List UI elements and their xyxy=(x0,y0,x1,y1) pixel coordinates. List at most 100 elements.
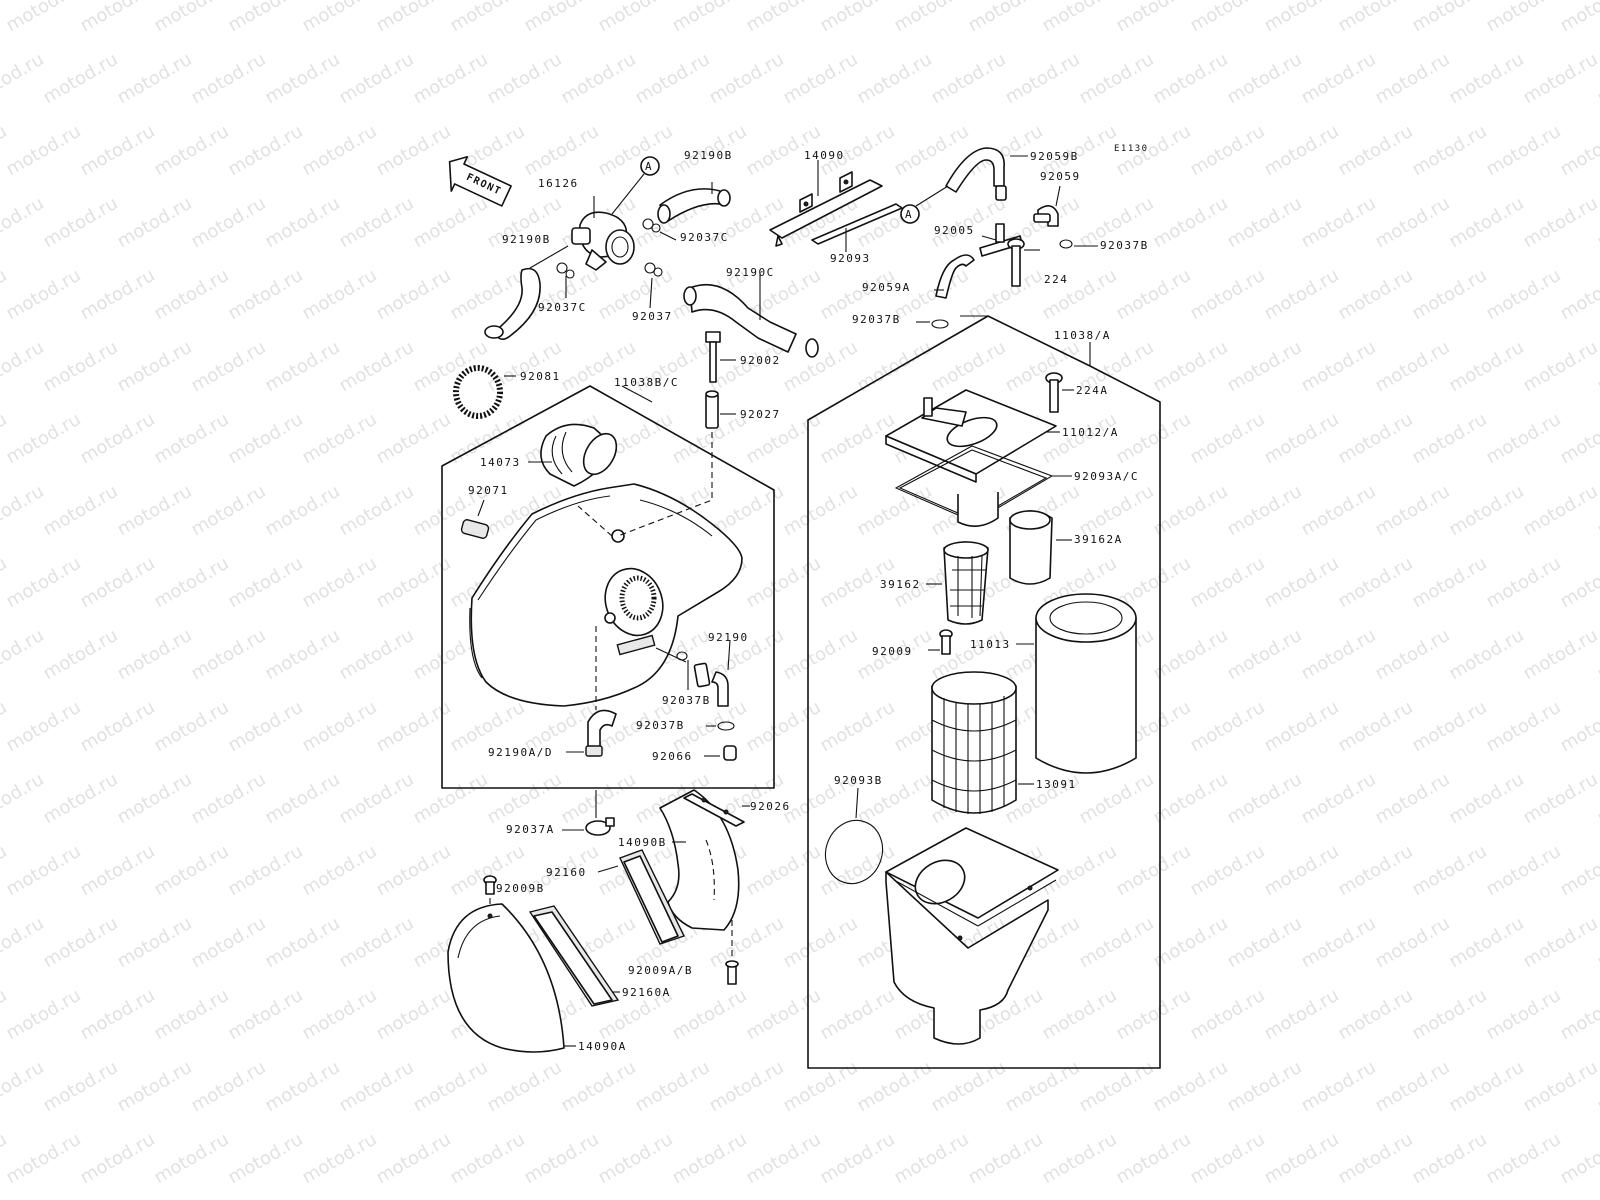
watermark-text: motod.ru xyxy=(1334,841,1416,900)
part-label-39162: 39162 xyxy=(880,578,921,591)
part-label-92190ad: 92190A/D xyxy=(488,746,553,759)
watermark-text: motod.ru xyxy=(39,193,121,252)
watermark-text: motod.ru xyxy=(76,985,158,1044)
watermark-text: motod.ru xyxy=(39,481,121,540)
watermark-text: motod.ru xyxy=(1445,1057,1527,1116)
part-label-92037b-b: 92037B xyxy=(852,313,901,326)
watermark-text: motod.ru xyxy=(335,769,417,828)
watermark-text: motod.ru xyxy=(1297,913,1379,972)
watermark-text: motod.ru xyxy=(150,553,232,612)
part-label-14090: 14090 xyxy=(804,149,845,162)
watermark-text: motod.ru xyxy=(39,625,121,684)
part-label-92071: 92071 xyxy=(468,484,509,497)
watermark-text: motod.ru xyxy=(0,769,47,828)
part-label-92037b-a: 92037B xyxy=(1100,239,1149,252)
watermark-text: motod.ru xyxy=(409,769,491,828)
hose-92190b-left xyxy=(484,245,569,340)
watermark-text: motod.ru xyxy=(150,121,232,180)
watermark-text: motod.ru xyxy=(1371,193,1453,252)
watermark-text: motod.ru xyxy=(150,697,232,756)
part-label-92190: 92190 xyxy=(708,631,749,644)
airbox-housing xyxy=(885,827,1059,1045)
watermark-text: motod.ru xyxy=(1519,625,1600,684)
watermark-text: motod.ru xyxy=(1260,985,1342,1044)
watermark-text: motod.ru xyxy=(1297,625,1379,684)
watermark-text: motod.ru xyxy=(520,1129,602,1188)
watermark-text: motod.ru xyxy=(1408,841,1490,900)
bracket-14090b xyxy=(659,789,750,931)
part-label-92093b: 92093B xyxy=(834,774,883,787)
pipe-92059b xyxy=(945,147,1028,201)
watermark-text: motod.ru xyxy=(1445,481,1527,540)
watermark-text: motod.ru xyxy=(964,0,1046,36)
watermark-text: motod.ru xyxy=(113,769,195,828)
watermark-text: motod.ru xyxy=(1519,337,1600,396)
watermark-text: motod.ru xyxy=(1260,121,1342,180)
watermark-text: motod.ru xyxy=(631,49,713,108)
part-label-92059: 92059 xyxy=(1040,170,1081,183)
elbow-92190ad xyxy=(566,709,617,757)
watermark-text: motod.ru xyxy=(113,913,195,972)
watermark-text: motod.ru xyxy=(0,1057,47,1116)
watermark-text: motod.ru xyxy=(705,1057,787,1116)
watermark-text: motod.ru xyxy=(2,985,84,1044)
watermark-text: motod.ru xyxy=(1112,985,1194,1044)
watermark-text: motod.ru xyxy=(1075,769,1157,828)
watermark-text: motod.ru xyxy=(2,265,84,324)
part-label-92190c: 92190C xyxy=(726,266,775,279)
watermark-text: motod.ru xyxy=(964,265,1046,324)
watermark-text: motod.ru xyxy=(483,769,565,828)
watermark-text: motod.ru xyxy=(1223,1057,1305,1116)
watermark-text: motod.ru xyxy=(335,481,417,540)
watermark-text: motod.ru xyxy=(557,1057,639,1116)
callout-a-letter: A xyxy=(645,160,653,173)
watermark-text: motod.ru xyxy=(187,193,269,252)
watermark-text: motod.ru xyxy=(1556,121,1600,180)
watermark-text: motod.ru xyxy=(1556,985,1600,1044)
watermark-text: motod.ru xyxy=(224,553,306,612)
watermark-text: motod.ru xyxy=(1556,265,1600,324)
watermark-text: motod.ru xyxy=(335,625,417,684)
watermark-text: motod.ru xyxy=(1408,0,1490,36)
watermark-text: motod.ru xyxy=(816,0,898,36)
watermark-text: motod.ru xyxy=(372,409,454,468)
part-label-92037b-d: 92037B xyxy=(636,719,685,732)
watermark-text: motod.ru xyxy=(150,409,232,468)
watermark-text: motod.ru xyxy=(1371,769,1453,828)
part-label-92009b: 92009B xyxy=(496,882,545,895)
part-label-92160a: 92160A xyxy=(622,986,671,999)
watermark-text: motod.ru xyxy=(927,337,1009,396)
watermark-text: motod.ru xyxy=(1075,1057,1157,1116)
watermark-text: motod.ru xyxy=(1482,409,1564,468)
watermark-text: motod.ru xyxy=(1334,553,1416,612)
clip-92037c-b xyxy=(556,262,575,298)
callout-a-right: A xyxy=(900,185,949,224)
watermark-text: motod.ru xyxy=(1260,1129,1342,1188)
watermark-text: motod.ru xyxy=(816,1129,898,1188)
watermark-text: motod.ru xyxy=(1186,553,1268,612)
watermark-text: motod.ru xyxy=(742,553,824,612)
watermark-text: motod.ru xyxy=(187,481,269,540)
watermark-text: motod.ru xyxy=(76,841,158,900)
watermark-text: motod.ru xyxy=(927,1057,1009,1116)
watermark-text: motod.ru xyxy=(1334,265,1416,324)
watermark-text: motod.ru xyxy=(742,985,824,1044)
part-label-11013: 11013 xyxy=(970,638,1011,651)
watermark-text: motod.ru xyxy=(1371,337,1453,396)
watermark-text: motod.ru xyxy=(298,265,380,324)
watermark-text: motod.ru xyxy=(1371,481,1453,540)
watermark-text: motod.ru xyxy=(1334,985,1416,1044)
watermark-text: motod.ru xyxy=(1297,769,1379,828)
watermark-text: motod.ru xyxy=(1519,481,1600,540)
clip-92037b-a xyxy=(1059,239,1098,249)
watermark-text: motod.ru xyxy=(1186,265,1268,324)
clip-92037b-c xyxy=(676,651,689,690)
watermark-text: motod.ru xyxy=(1556,409,1600,468)
callout-a-left: A xyxy=(611,156,660,215)
cap-92066 xyxy=(704,745,737,761)
watermark-text: motod.ru xyxy=(372,1129,454,1188)
watermark-text: motod.ru xyxy=(224,409,306,468)
grommet-92071 xyxy=(460,499,490,539)
